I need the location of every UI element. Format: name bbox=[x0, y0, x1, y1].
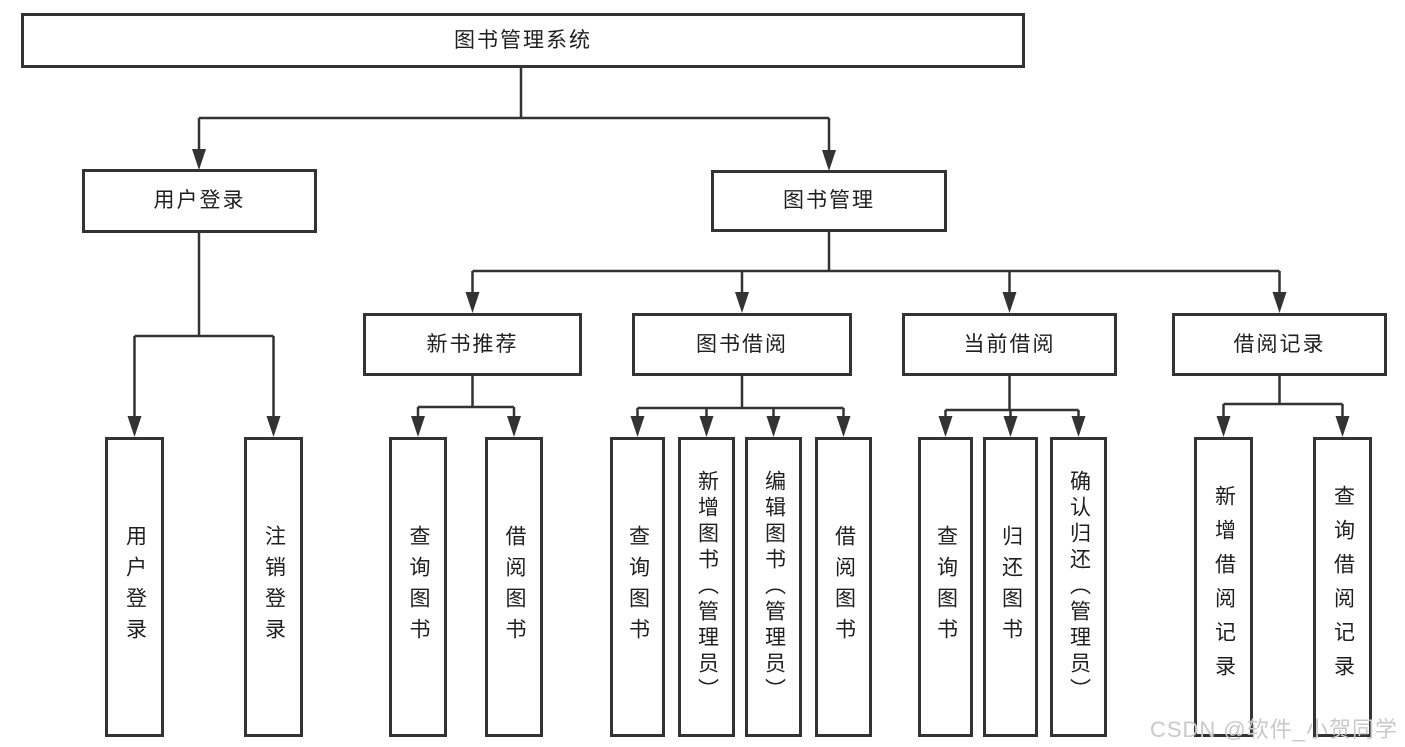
arrowhead bbox=[735, 292, 749, 313]
arrowhead bbox=[1071, 416, 1086, 437]
leaf-logout-login: 注销登录 bbox=[244, 437, 303, 737]
arrowhead bbox=[699, 416, 714, 437]
leaf-query-book-borrow: 查询图书 bbox=[610, 437, 665, 737]
leaf-return-book: 归还图书 bbox=[983, 437, 1038, 737]
node-book-borrow: 图书借阅 bbox=[632, 313, 852, 376]
arrowhead bbox=[836, 416, 851, 437]
node-book-management: 图书管理 bbox=[711, 170, 947, 232]
leaf-add-book-admin: 新增图书（管理员） bbox=[678, 437, 735, 737]
arrowhead bbox=[1002, 292, 1017, 313]
arrowhead bbox=[1335, 416, 1350, 437]
leaf-edit-book-admin: 编辑图书（管理员） bbox=[745, 437, 802, 737]
arrowhead bbox=[630, 416, 645, 437]
leaf-query-book-current: 查询图书 bbox=[918, 437, 973, 737]
arrowhead bbox=[822, 150, 836, 171]
leaf-query-book-recommend: 查询图书 bbox=[389, 437, 447, 737]
arrowhead bbox=[266, 416, 281, 437]
arrowhead bbox=[127, 416, 142, 437]
arrowhead bbox=[465, 292, 480, 313]
arrowhead bbox=[507, 416, 521, 437]
leaf-user-login: 用户登录 bbox=[105, 437, 164, 737]
node-borrow-records: 借阅记录 bbox=[1172, 313, 1387, 376]
leaf-add-borrow-record: 新增借阅记录 bbox=[1194, 437, 1253, 737]
leaf-query-borrow-record: 查询借阅记录 bbox=[1313, 437, 1372, 737]
arrowhead bbox=[766, 416, 781, 437]
arrowhead bbox=[1272, 292, 1287, 313]
arrowhead bbox=[1216, 416, 1231, 437]
leaf-borrow-book-recommend: 借阅图书 bbox=[485, 437, 543, 737]
node-new-book-recommend: 新书推荐 bbox=[363, 313, 582, 376]
arrowhead bbox=[938, 416, 953, 437]
arrowhead bbox=[411, 416, 425, 437]
arrowhead bbox=[192, 149, 206, 170]
node-current-borrow: 当前借阅 bbox=[902, 313, 1117, 376]
node-user-login: 用户登录 bbox=[82, 169, 317, 233]
node-root: 图书管理系统 bbox=[21, 13, 1025, 68]
leaf-confirm-return-admin: 确认归还（管理员） bbox=[1050, 437, 1107, 737]
leaf-borrow-book: 借阅图书 bbox=[815, 437, 872, 737]
watermark: CSDN @软件_小贺同学 bbox=[1149, 717, 1398, 742]
arrowhead bbox=[1003, 416, 1018, 437]
